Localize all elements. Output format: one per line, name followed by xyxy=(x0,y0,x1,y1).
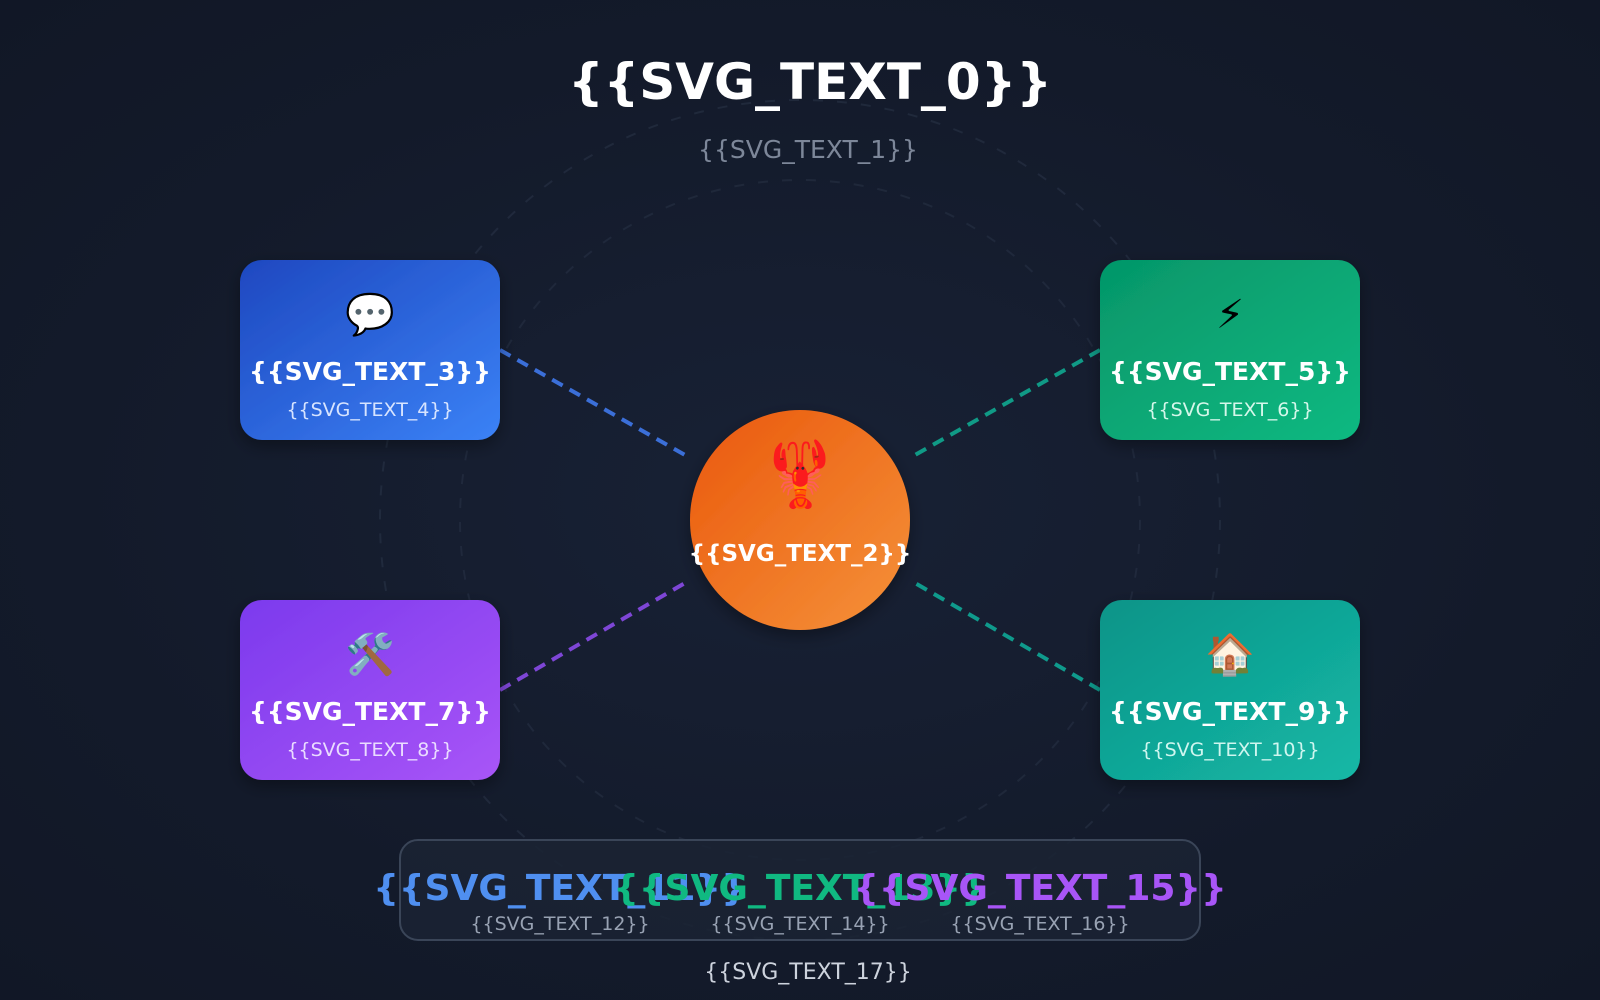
node-card-top-left[interactable]: 💬 {{SVG_TEXT_3}} {{SVG_TEXT_4}} xyxy=(240,260,500,440)
node-title: {{SVG_TEXT_9}} xyxy=(1109,697,1351,726)
tools-icon: 🛠️ xyxy=(345,630,395,677)
connector-bottom-right xyxy=(913,581,1102,692)
footer-caption: {{SVG_TEXT_17}} xyxy=(704,960,912,985)
node-card-bottom-left[interactable]: 🛠️ {{SVG_TEXT_7}} {{SVG_TEXT_8}} xyxy=(240,600,500,780)
node-title: {{SVG_TEXT_3}} xyxy=(249,357,491,386)
stat-label: {{SVG_TEXT_14}} xyxy=(710,913,889,935)
node-card-background xyxy=(240,260,500,440)
connector-top-right xyxy=(914,348,1101,457)
node-subtitle: {{SVG_TEXT_4}} xyxy=(286,399,453,421)
node-subtitle: {{SVG_TEXT_6}} xyxy=(1146,399,1313,421)
stats-panel-background xyxy=(399,839,1201,941)
lobster-icon: 🦞 xyxy=(760,438,840,510)
center-hub-label: {{SVG_TEXT_2}} xyxy=(689,541,912,567)
center-hub[interactable]: 🦞 {{SVG_TEXT_2}} xyxy=(689,410,912,630)
connector-bottom-left xyxy=(498,581,687,692)
stat-value: {{SVG_TEXT_13}} xyxy=(613,868,986,909)
connectors xyxy=(498,348,1102,692)
page-title: {{SVG_TEXT_0}} xyxy=(568,53,1052,111)
house-icon: 🏠 xyxy=(1205,633,1255,677)
stat-value: {{SVG_TEXT_11}} xyxy=(373,868,746,909)
stats-panel: {{SVG_TEXT_11}} {{SVG_TEXT_12}} {{SVG_TE… xyxy=(373,839,1227,941)
node-title: {{SVG_TEXT_7}} xyxy=(249,697,491,726)
speech-bubble-icon: 💬 xyxy=(345,291,395,337)
node-card-background xyxy=(1100,600,1360,780)
stat-label: {{SVG_TEXT_16}} xyxy=(950,913,1129,935)
connector-top-left xyxy=(499,348,686,457)
node-subtitle: {{SVG_TEXT_8}} xyxy=(286,739,453,761)
stat-value: {{SVG_TEXT_15}} xyxy=(853,868,1226,909)
lightning-icon: ⚡ xyxy=(1216,293,1244,337)
stat-label: {{SVG_TEXT_12}} xyxy=(470,913,649,935)
node-title: {{SVG_TEXT_5}} xyxy=(1109,357,1351,386)
node-card-top-right[interactable]: ⚡ {{SVG_TEXT_5}} {{SVG_TEXT_6}} xyxy=(1100,260,1360,440)
node-card-background xyxy=(1100,260,1360,440)
center-hub-circle xyxy=(690,410,910,630)
node-card-background xyxy=(240,600,500,780)
outer-orbit-ring xyxy=(379,99,1221,941)
page-subtitle: {{SVG_TEXT_1}} xyxy=(698,135,918,164)
node-card-bottom-right[interactable]: 🏠 {{SVG_TEXT_9}} {{SVG_TEXT_10}} xyxy=(1100,600,1360,780)
node-subtitle: {{SVG_TEXT_10}} xyxy=(1140,739,1319,761)
